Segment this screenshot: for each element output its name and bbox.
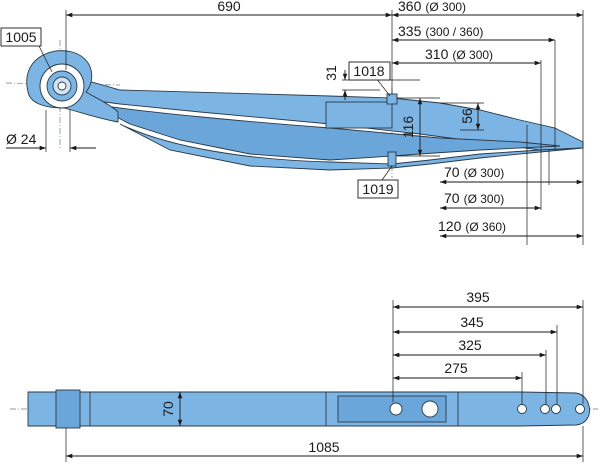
dim-56: 56: [459, 108, 475, 124]
dim-335-note: (300 / 360): [425, 25, 483, 39]
part-label-1019: 1019: [362, 181, 393, 197]
dim-120-note: (Ø 360): [465, 220, 506, 234]
dim-335: 335: [398, 23, 422, 39]
dim-70a-note: (Ø 300): [464, 166, 505, 180]
side-view: 690 360 (Ø 300) 335 (300 / 360) 310 (Ø 3…: [0, 0, 584, 245]
top-view: 395 345 325 275 70 1085: [10, 289, 598, 462]
dim-335-group: 335 (300 / 360): [398, 23, 483, 40]
leader-1018: [375, 77, 391, 97]
dim-310: 310: [425, 46, 449, 62]
spring-lower-profile: [119, 123, 584, 171]
dim-70a-group: 70 (Ø 300): [444, 164, 504, 181]
spring-seat-block: [325, 101, 393, 129]
dim-325: 325: [458, 337, 482, 353]
dim-120: 120: [438, 218, 462, 234]
dim-120-group: 120 (Ø 360): [438, 218, 506, 235]
end-hole-325: [540, 404, 550, 414]
dim-310-note: (Ø 300): [452, 48, 493, 62]
dim-d24: Ø 24: [6, 131, 37, 147]
dim-116: 116: [400, 116, 416, 139]
dim-395: 395: [466, 289, 490, 305]
dim-70b-group: 70 (Ø 300): [444, 190, 504, 207]
part-label-1005: 1005: [5, 29, 36, 45]
dim-360: 360: [398, 0, 422, 14]
eye-block-top: [55, 389, 81, 429]
center-bolt-head: [386, 93, 398, 105]
bushing-hole: [57, 81, 67, 91]
dim-360-group: 360 (Ø 300): [398, 0, 466, 15]
end-hole-395: [575, 404, 585, 414]
end-hole-345: [551, 404, 561, 414]
label-box-1019: [357, 179, 399, 199]
leader-1019: [381, 165, 393, 181]
dim-70a: 70: [444, 164, 460, 180]
part-label-1018: 1018: [353, 63, 384, 79]
spring-second-leaf: [91, 103, 561, 161]
dim-31: 31: [323, 65, 339, 81]
dim-310-group: 310 (Ø 300): [425, 46, 493, 63]
seat-hole-1: [389, 402, 403, 416]
end-hole-275: [517, 404, 527, 414]
spring-top-strip: [27, 391, 590, 427]
dim-70b-note: (Ø 300): [464, 192, 505, 206]
dim-1085: 1085: [308, 439, 339, 455]
center-bolt-nut: [387, 151, 397, 167]
dim-70b: 70: [444, 190, 460, 206]
dim-275: 275: [444, 360, 468, 376]
dim-690: 690: [217, 0, 241, 14]
label-box-1005: [0, 27, 42, 47]
dim-360-note: (Ø 300): [425, 0, 466, 14]
dim-70: 70: [160, 401, 176, 417]
label-box-1018: [348, 61, 391, 81]
dim-345: 345: [460, 314, 484, 330]
seat-hole-2: [421, 400, 439, 418]
